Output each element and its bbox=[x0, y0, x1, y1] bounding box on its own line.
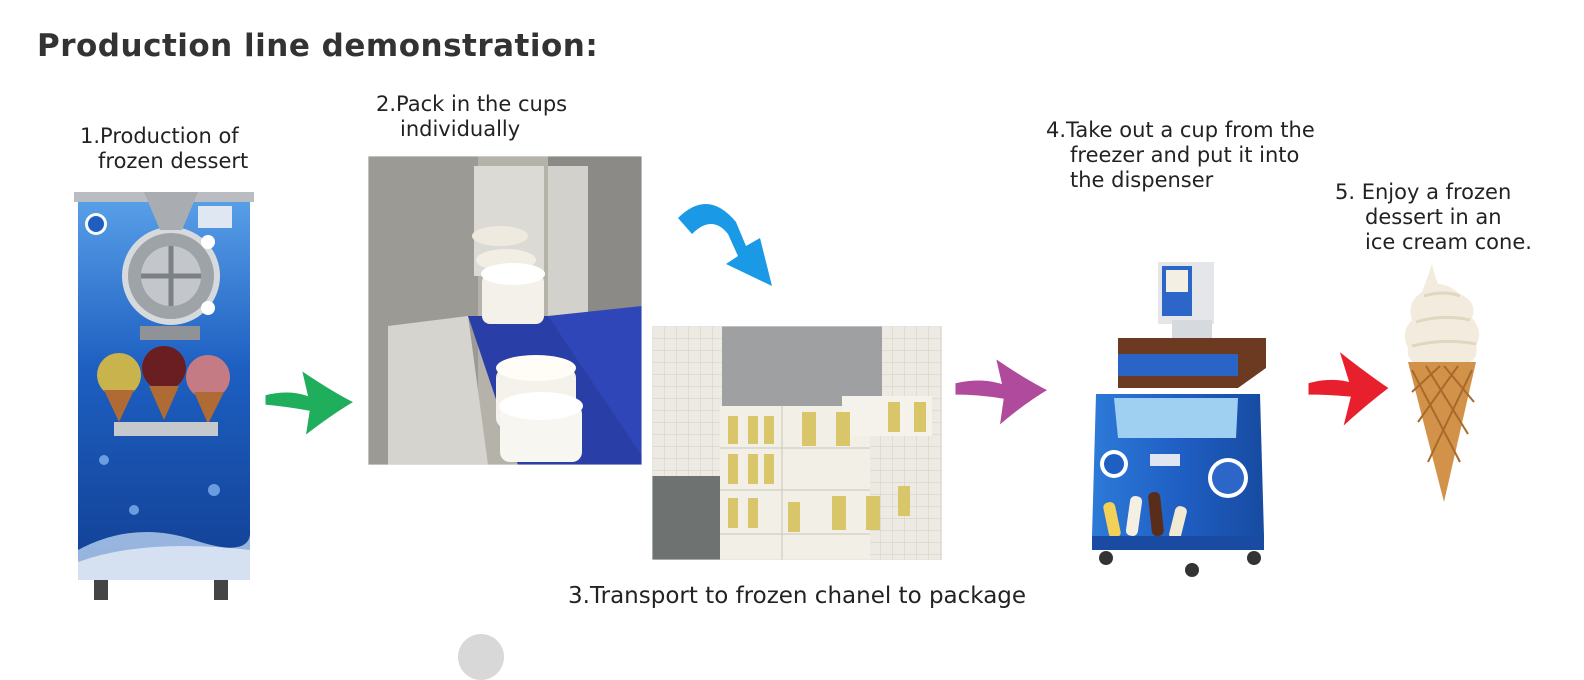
arrow-3-icon bbox=[952, 352, 1054, 432]
step-2-line-2: individually bbox=[400, 117, 521, 141]
step-4-line-2: freezer and put it into bbox=[1070, 143, 1300, 167]
step-4-line-1: 4.Take out a cup from the bbox=[1046, 118, 1315, 142]
step-1-line-1: 1.Production of bbox=[80, 124, 239, 148]
decorative-circle bbox=[458, 634, 504, 680]
step-5-label: 5. Enjoy a frozen dessert in an ice crea… bbox=[1335, 180, 1532, 255]
step-3-label: 3.Transport to frozen chanel to package bbox=[568, 584, 1026, 609]
arrow-4-icon bbox=[1305, 343, 1394, 435]
arrow-2-icon bbox=[678, 203, 772, 286]
dispenser-freezer-image bbox=[1092, 262, 1266, 577]
arrow-1-icon bbox=[262, 364, 360, 442]
ice-cream-cone-image bbox=[1404, 264, 1480, 502]
cup-packing-photo bbox=[368, 156, 642, 465]
step-1-label: 1.Production of frozen dessert bbox=[80, 124, 248, 174]
packaging-boxes-photo bbox=[652, 326, 942, 560]
step-5-line-1: 5. Enjoy a frozen bbox=[1335, 180, 1512, 204]
step-4-line-3: the dispenser bbox=[1070, 168, 1214, 192]
step-5-line-3: ice cream cone. bbox=[1365, 230, 1532, 254]
batch-freezer-machine-image bbox=[74, 192, 254, 600]
page-title: Production line demonstration: bbox=[37, 28, 599, 64]
step-3-line-1: 3.Transport to frozen chanel to package bbox=[568, 583, 1027, 609]
step-2-label: 2.Pack in the cups individually bbox=[376, 92, 567, 142]
step-1-line-2: frozen dessert bbox=[98, 149, 249, 173]
step-5-line-2: dessert in an bbox=[1365, 205, 1502, 229]
step-2-line-1: 2.Pack in the cups bbox=[376, 92, 568, 116]
step-4-label: 4.Take out a cup from the freezer and pu… bbox=[1046, 118, 1315, 193]
